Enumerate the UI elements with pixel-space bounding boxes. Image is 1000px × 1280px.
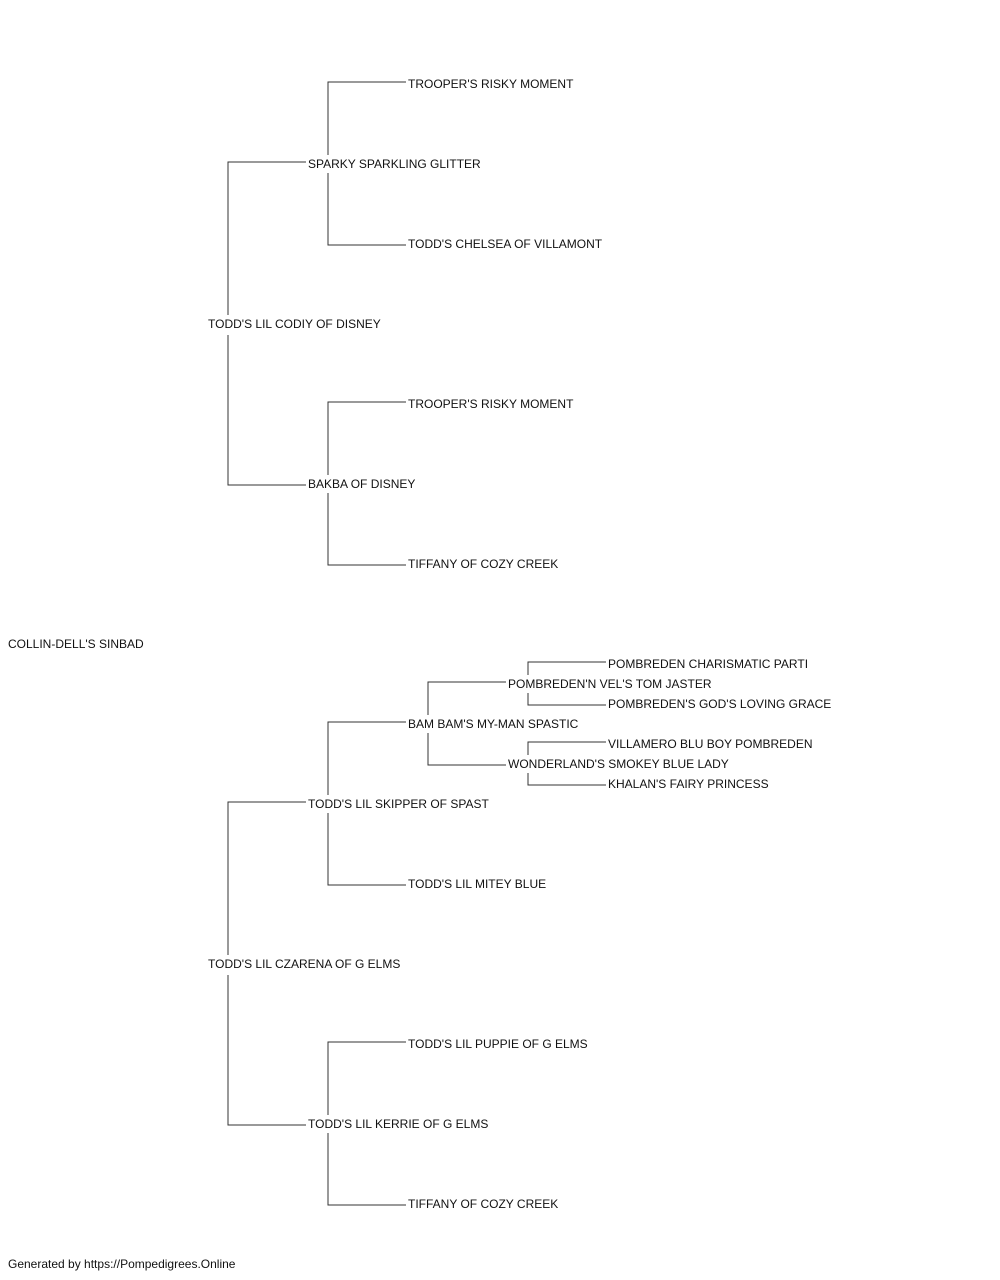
ancestor-name: POMBREDEN'N VEL'S TOM JASTER (508, 677, 712, 691)
ancestor-name: TIFFANY OF COZY CREEK (408, 1197, 559, 1211)
ancestor-name: TROOPER'S RISKY MOMENT (408, 397, 574, 411)
sire-name: TODD'S LIL CODIY OF DISNEY (208, 317, 381, 331)
generated-by-footer: Generated by https://Pompedigrees.Online (8, 1257, 236, 1271)
ancestor-name: TIFFANY OF COZY CREEK (408, 557, 559, 571)
ancestor-name: TROOPER'S RISKY MOMENT (408, 77, 574, 91)
maternal-grandsire-name: TODD'S LIL SKIPPER OF SPAST (308, 797, 489, 811)
ancestor-name: TODD'S CHELSEA OF VILLAMONT (408, 237, 603, 251)
maternal-granddam-name: TODD'S LIL KERRIE OF G ELMS (308, 1117, 489, 1131)
ancestor-name: POMBREDEN'S GOD'S LOVING GRACE (608, 697, 832, 711)
paternal-grandsire-name: SPARKY SPARKLING GLITTER (308, 157, 481, 171)
subject-name: COLLIN-DELL'S SINBAD (8, 637, 144, 651)
ancestor-name: WONDERLAND'S SMOKEY BLUE LADY (508, 757, 729, 771)
dam-name: TODD'S LIL CZARENA OF G ELMS (208, 957, 401, 971)
ancestor-name: TODD'S LIL MITEY BLUE (408, 877, 547, 891)
ancestor-name: KHALAN'S FAIRY PRINCESS (608, 777, 769, 791)
ancestor-name: BAM BAM'S MY-MAN SPASTIC (408, 717, 579, 731)
ancestor-name: TODD'S LIL PUPPIE OF G ELMS (408, 1037, 588, 1051)
ancestor-name: POMBREDEN CHARISMATIC PARTI (608, 657, 809, 671)
paternal-granddam-name: BAKBA OF DISNEY (308, 477, 416, 491)
ancestor-name: VILLAMERO BLU BOY POMBREDEN (608, 737, 813, 751)
